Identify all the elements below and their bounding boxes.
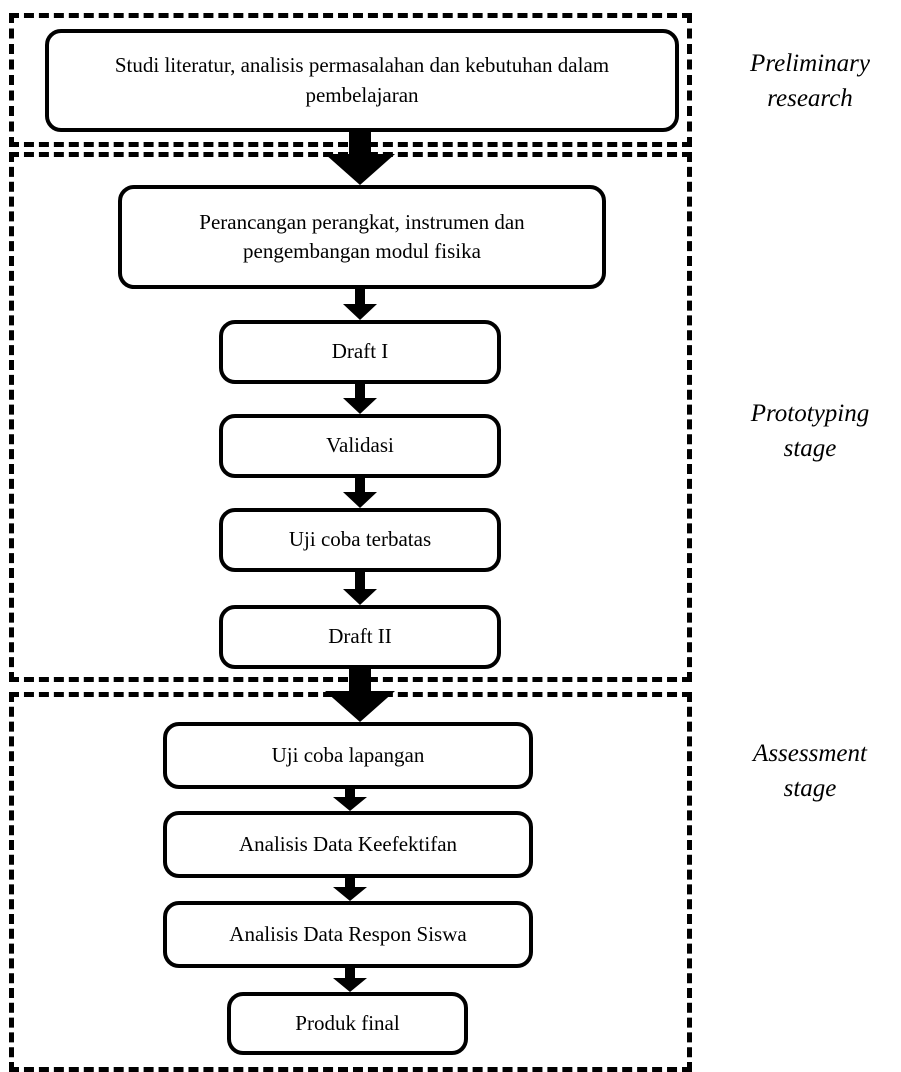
stage-label-line: stage <box>783 435 837 462</box>
stage-label-line: stage <box>783 775 837 802</box>
step-box-final-product: Produk final <box>227 992 468 1055</box>
step-box-draft-2: Draft II <box>219 605 501 669</box>
step-box-response-analysis: Analisis Data Respon Siswa <box>163 901 533 968</box>
step-box-draft-1: Draft I <box>219 320 501 384</box>
down-arrow-icon <box>343 384 377 414</box>
step-box-effectiveness-analysis: Analisis Data Keefektifan <box>163 811 533 878</box>
stage-label-line: research <box>767 85 853 112</box>
large-down-arrow-icon <box>325 669 395 722</box>
step-box-validation: Validasi <box>219 414 501 478</box>
step-box-limited-trial: Uji coba terbatas <box>219 508 501 572</box>
down-arrow-icon <box>333 968 367 992</box>
down-arrow-icon <box>343 478 377 508</box>
stage-label-preliminary: Preliminary research <box>710 46 901 116</box>
down-arrow-icon <box>333 878 367 901</box>
stage-label-line: Preliminary <box>750 50 870 77</box>
stage-label-line: Assessment <box>753 740 867 767</box>
stage-label-line: Prototyping <box>750 400 870 427</box>
down-arrow-icon <box>333 789 367 811</box>
down-arrow-icon <box>343 289 377 320</box>
down-arrow-icon <box>343 572 377 605</box>
large-down-arrow-icon <box>325 132 395 185</box>
stage-label-prototyping: Prototyping stage <box>710 396 901 466</box>
step-box-field-trial: Uji coba lapangan <box>163 722 533 789</box>
step-box-literature-study: Studi literatur, analisis permasalahan d… <box>45 29 679 132</box>
step-box-design: Perancangan perangkat, instrumen dan pen… <box>118 185 606 289</box>
stage-label-assessment: Assessment stage <box>710 736 901 806</box>
